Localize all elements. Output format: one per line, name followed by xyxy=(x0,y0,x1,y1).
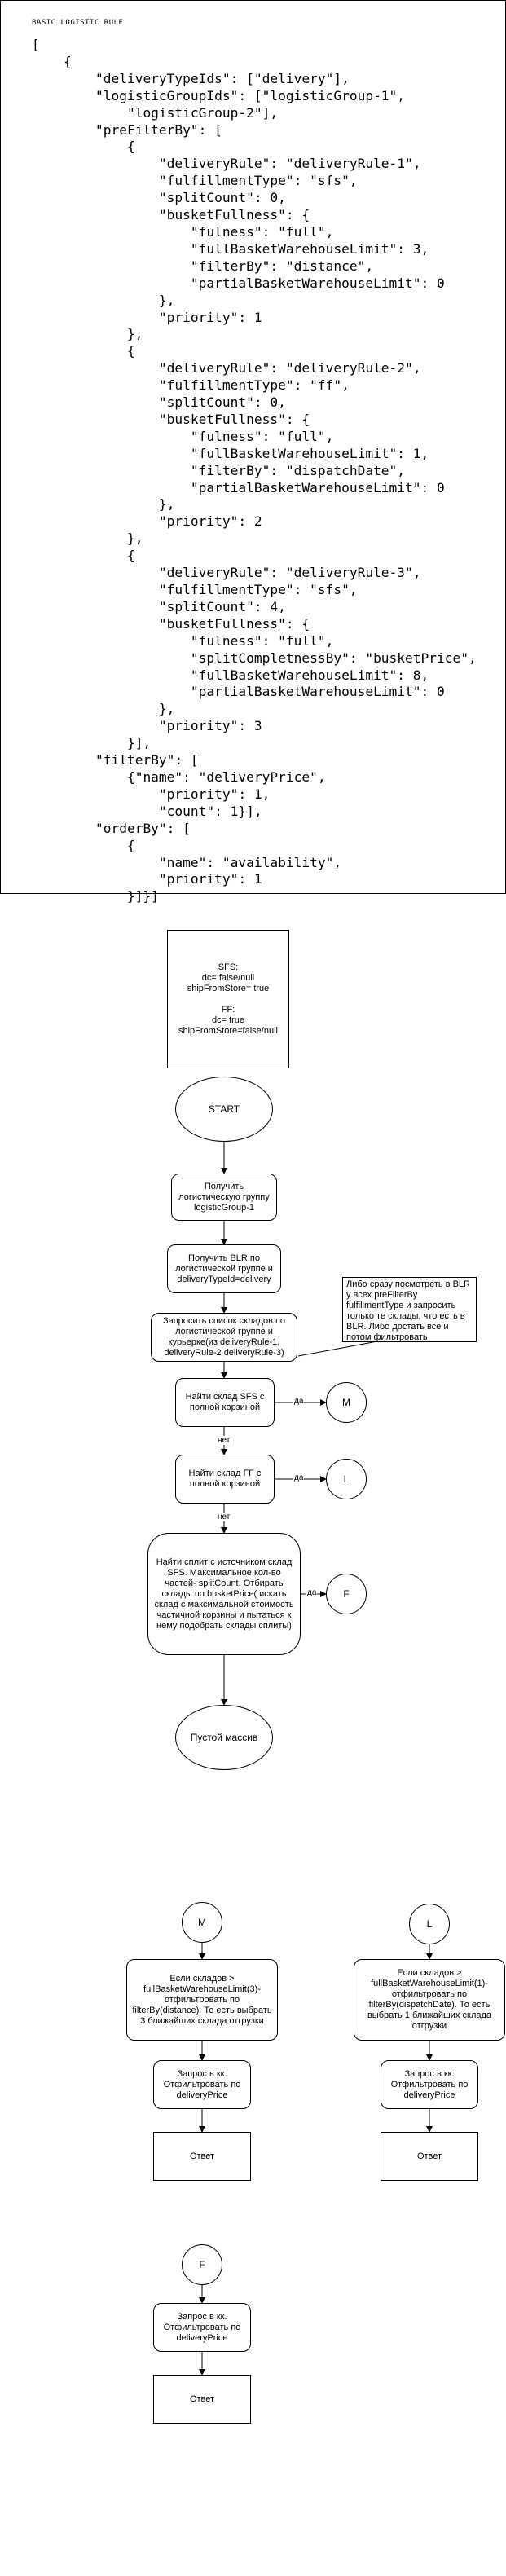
code-block: [ { "deliveryTypeIds": ["delivery"], "lo… xyxy=(32,37,477,905)
connector-f: F xyxy=(326,1574,367,1614)
get-group-step: Получить логистическую группу logisticGr… xyxy=(171,1174,277,1221)
branch-l-request: Запрос в кк. Отфильтровать по deliveryPr… xyxy=(381,2060,478,2109)
branch-l-step: Если складов > fullBasketWarehouseLimit(… xyxy=(354,1959,505,2041)
branch-l-connector: L xyxy=(409,1904,450,1944)
code-caption: BASIC LOGISTIC RULE xyxy=(32,19,124,27)
get-blr-step: Получить BLR по логистической группе и d… xyxy=(167,1244,281,1293)
connector-l: L xyxy=(326,1459,367,1499)
branch-m-step: Если складов > fullBasketWarehouseLimit(… xyxy=(126,1959,278,2041)
branch-m-request: Запрос в кк. Отфильтровать по deliveryPr… xyxy=(153,2060,251,2109)
find-ff-decision: Найти склад FF с полной корзиной xyxy=(175,1455,275,1504)
branch-m-connector: M xyxy=(182,1902,222,1943)
start-node: START xyxy=(175,1077,273,1142)
branch-m-answer: Ответ xyxy=(153,2132,251,2181)
find-split-step: Найти сплит с источником склад SFS. Макс… xyxy=(147,1533,301,1655)
legend-box: SFS: dc= false/null shipFromStore= true … xyxy=(167,930,289,1068)
request-warehouses-step: Запросить список складов по логистическо… xyxy=(151,1313,297,1362)
label-yes-sfs: да xyxy=(293,1397,305,1406)
label-no-ff: нет xyxy=(217,1513,231,1521)
find-sfs-decision: Найти склад SFS с полной корзиной xyxy=(175,1378,275,1427)
label-yes-split: да xyxy=(306,1588,318,1597)
empty-result: Пустой массив xyxy=(175,1705,273,1770)
branch-f-answer: Ответ xyxy=(153,2375,251,2424)
note-box: Либо сразу посмотреть в BLR у всех preFi… xyxy=(342,1277,477,1342)
branch-l-answer: Ответ xyxy=(381,2132,478,2181)
label-yes-ff: да xyxy=(293,1473,305,1482)
label-no-sfs: нет xyxy=(217,1436,231,1445)
connector-m: M xyxy=(326,1382,367,1423)
code-panel: BASIC LOGISTIC RULE [ { "deliveryTypeIds… xyxy=(0,0,506,904)
branch-f-connector: F xyxy=(182,2244,222,2285)
branch-f-request: Запрос в кк. Отфильтровать по deliveryPr… xyxy=(153,2303,251,2352)
note-callout xyxy=(297,1341,378,1357)
